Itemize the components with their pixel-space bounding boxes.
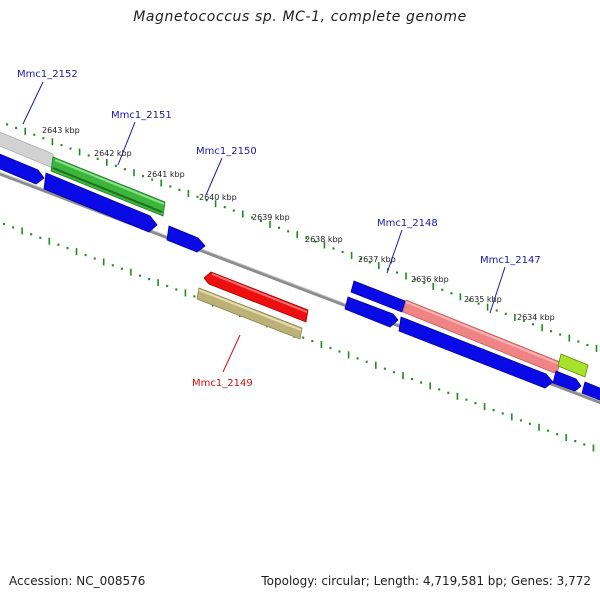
gene-label-mmc1-2149: Mmc1_2149 [192, 378, 253, 389]
scale-label: 2640 kbp [199, 193, 237, 202]
gene-label-mmc1-2151: Mmc1_2151 [111, 110, 172, 121]
genome-summary-text: Topology: circular; Length: 4,719,581 bp… [261, 574, 591, 588]
gene-mmc1-2150[interactable] [166, 225, 206, 253]
gene-blue[interactable] [344, 296, 399, 328]
accession-text: Accession: NC_008576 [9, 574, 146, 588]
scale-label: 2634 kbp [517, 313, 555, 322]
scale-label: 2641 kbp [147, 170, 185, 179]
scale-label: 2638 kbp [305, 235, 343, 244]
scale-label: 2639 kbp [252, 213, 290, 222]
gene-red-shade [211, 273, 308, 313]
upper-tick-track [6, 123, 598, 352]
gene-blue[interactable] [552, 370, 582, 392]
scale-label: 2636 kbp [411, 275, 449, 284]
gene-mmc1-2149-red[interactable] [203, 271, 309, 323]
map-title: Magnetococcus sp. MC-1, complete genome [133, 9, 467, 25]
callout-line [117, 121, 136, 166]
gene-blue[interactable] [43, 172, 158, 233]
callout-line [222, 334, 241, 373]
gene-blue[interactable] [398, 316, 554, 389]
callout-line [489, 266, 506, 314]
scale-label: 2637 kbp [358, 255, 396, 264]
gene-small-lime[interactable] [557, 353, 589, 378]
gene-label-mmc1-2150: Mmc1_2150 [196, 146, 257, 157]
gene-mmc1-2149[interactable] [196, 287, 303, 340]
gene-mmc1-2148[interactable] [350, 280, 406, 313]
scale-label: 2642 kbp [94, 149, 132, 158]
gene-olive-shade [198, 289, 302, 331]
gene-mmc1-2151-shade [54, 159, 165, 205]
callout-line [386, 229, 403, 274]
scale-label: 2635 kbp [464, 295, 502, 304]
gene-mmc1-2147-shade [405, 301, 560, 365]
callout-line [205, 157, 223, 196]
callout-line [22, 81, 44, 125]
gene-mmc1-2151-shade [52, 167, 163, 213]
gene-label-mmc1-2147: Mmc1_2147 [480, 255, 541, 266]
gene-blue[interactable] [0, 150, 45, 185]
scale-label: 2643 kbp [42, 126, 80, 135]
gene-label-mmc1-2148: Mmc1_2148 [377, 218, 438, 229]
gene-label-mmc1-2152: Mmc1_2152 [17, 69, 78, 80]
gene-blue[interactable] [581, 381, 600, 402]
